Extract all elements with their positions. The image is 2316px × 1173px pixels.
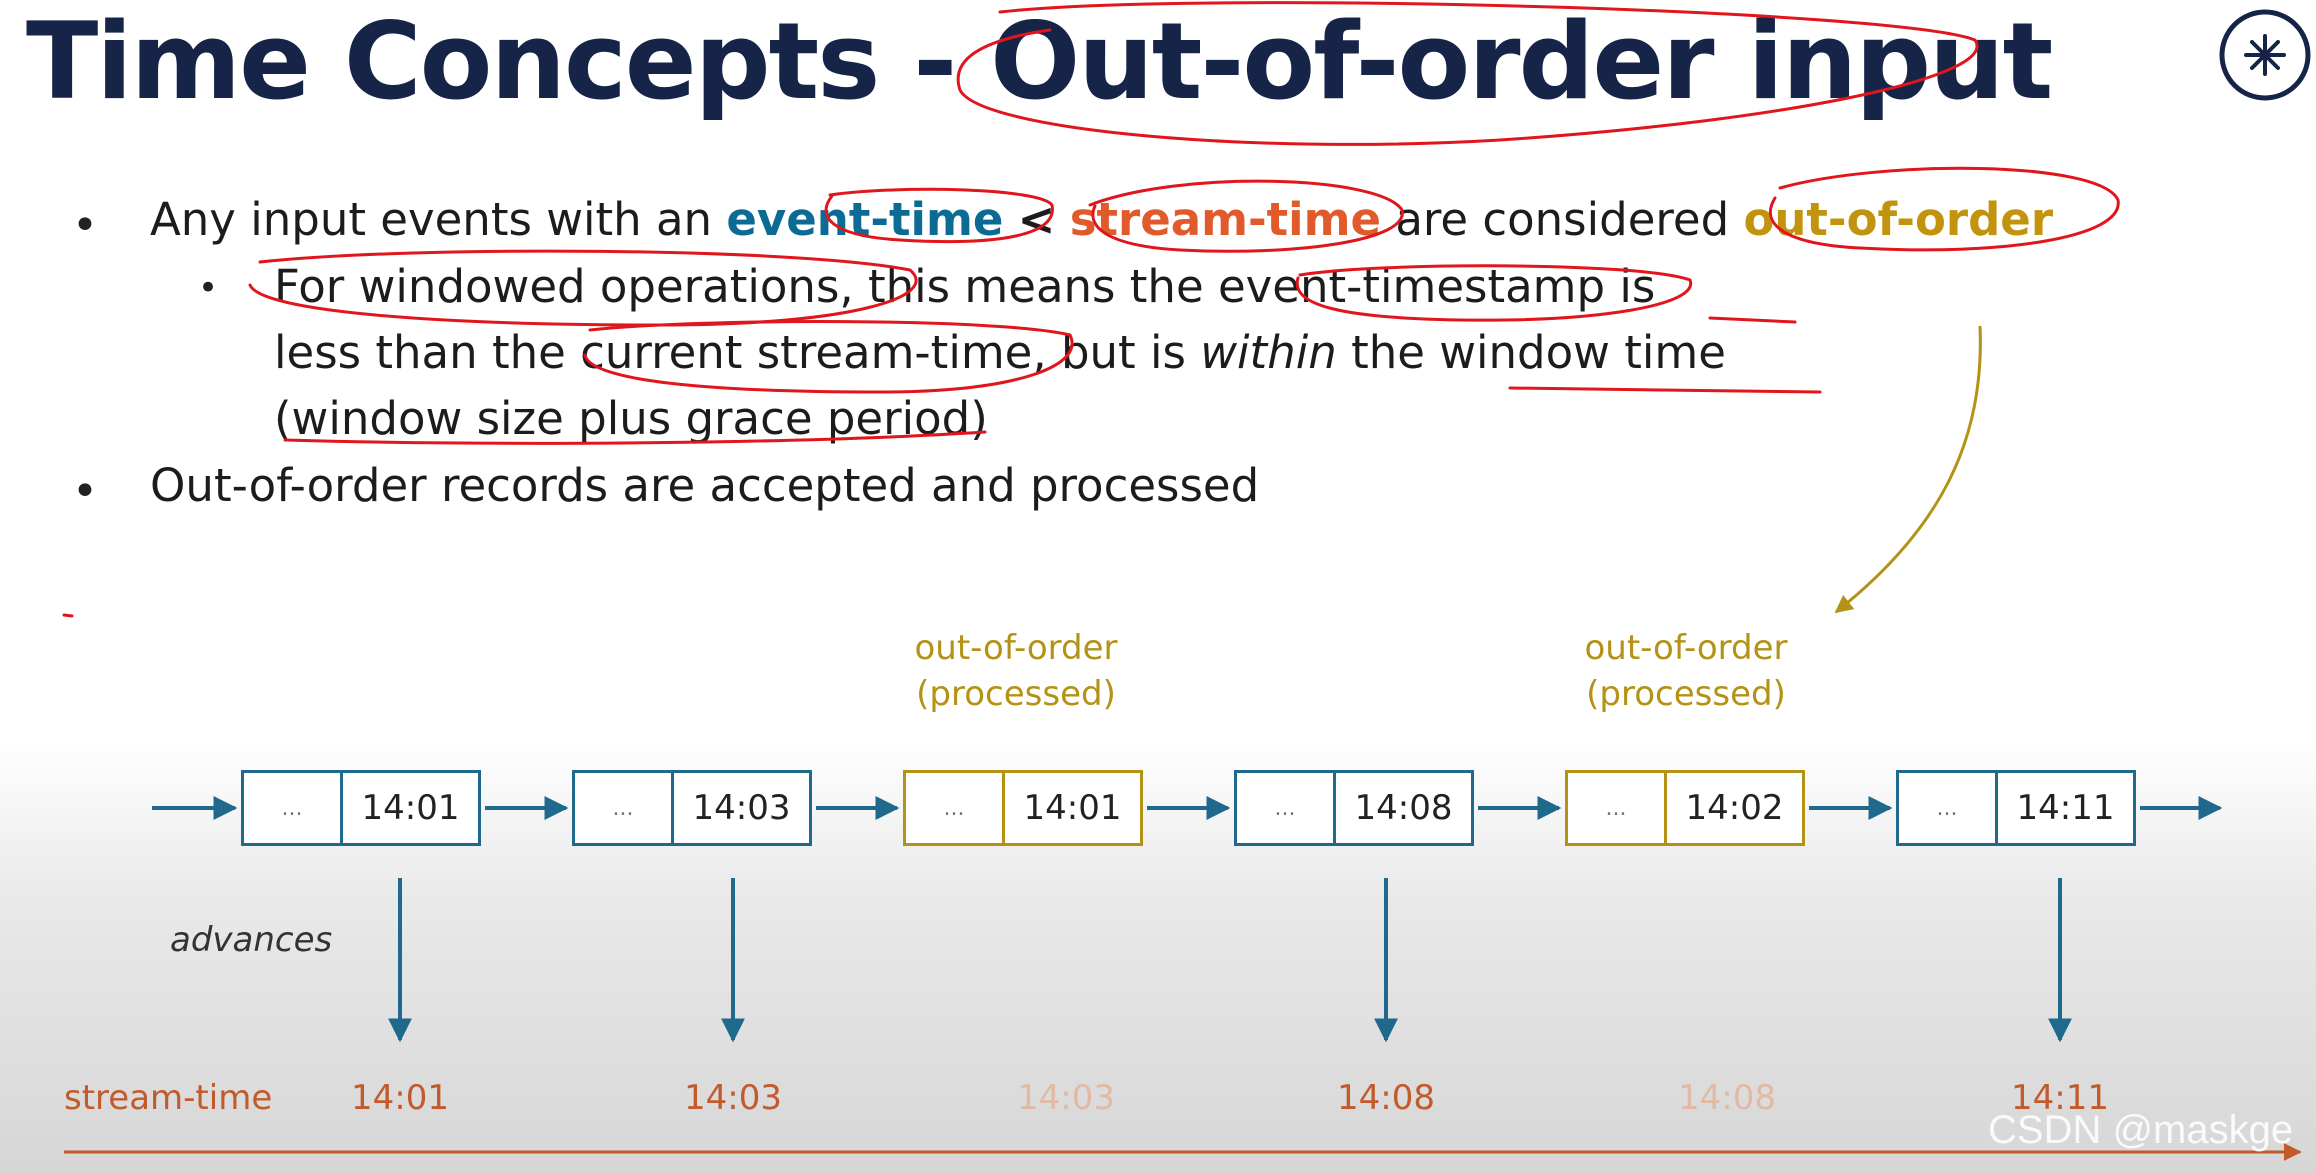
event-placeholder: ... bbox=[1568, 773, 1667, 843]
annotation-ellipse-out-of-order bbox=[1769, 166, 2120, 252]
annotation-ellipse-title bbox=[956, 1, 1979, 146]
slide-title: Time Concepts - Out-of-order input bbox=[26, 0, 2053, 123]
event-placeholder: ... bbox=[1899, 773, 1998, 843]
sub-line-2-a: less than the current stream-time, but i… bbox=[274, 326, 1186, 379]
stream-time-value-2: 14:03 bbox=[684, 1078, 782, 1118]
ooo-label-1-line2: (processed) bbox=[916, 674, 1116, 714]
ooo-label-1-line1: out-of-order bbox=[914, 628, 1118, 668]
ooo-label-2: out-of-order (processed) bbox=[1516, 625, 1856, 717]
event-box-3-out-of-order: ... 14:01 bbox=[903, 770, 1143, 846]
event-timestamp: 14:08 bbox=[1354, 788, 1453, 828]
annotation-tick bbox=[62, 613, 74, 618]
event-timestamp: 14:11 bbox=[2016, 788, 2115, 828]
event-box-5-out-of-order: ... 14:02 bbox=[1565, 770, 1805, 846]
annotation-ellipse-current-stream-time bbox=[583, 320, 1074, 394]
sub-bullet-line-1: For windowed operations, this means the … bbox=[274, 260, 1656, 313]
sub-bullet-line-2: less than the current stream-time, but i… bbox=[274, 326, 1726, 379]
bullet-2: Out-of-order records are accepted and pr… bbox=[150, 459, 1260, 512]
bullet-marker: • bbox=[72, 200, 98, 251]
annotation-gold-arrow bbox=[1834, 325, 1982, 614]
annotation-underline-window-time bbox=[1508, 386, 1822, 394]
stream-time-label: stream-time bbox=[64, 1078, 273, 1118]
event-placeholder: ... bbox=[906, 773, 1005, 843]
watermark: CSDN @maskge bbox=[1988, 1108, 2294, 1152]
advances-label: advances bbox=[170, 920, 333, 960]
bullet-marker: • bbox=[72, 466, 98, 517]
stream-time-keyword: stream-time bbox=[1069, 193, 1381, 246]
event-box-6: ... 14:11 bbox=[1896, 770, 2136, 846]
ooo-label-2-line1: out-of-order bbox=[1584, 628, 1788, 668]
stream-time-value-3: 14:03 bbox=[1017, 1078, 1115, 1118]
bullet-1-mid: are considered bbox=[1395, 193, 1730, 246]
stream-time-value-1: 14:01 bbox=[351, 1078, 449, 1118]
ooo-label-2-line2: (processed) bbox=[1586, 674, 1786, 714]
annotation-ellipse-stream-time bbox=[1088, 179, 1404, 253]
sub-bullet-marker: • bbox=[198, 268, 219, 308]
event-timestamp: 14:01 bbox=[1023, 788, 1122, 828]
bullet-1: Any input events with an event-time < st… bbox=[150, 193, 2053, 246]
stream-time-value-4: 14:08 bbox=[1337, 1078, 1435, 1118]
event-timestamp: 14:03 bbox=[692, 788, 791, 828]
confluent-logo-icon bbox=[2219, 9, 2311, 101]
event-box-2: ... 14:03 bbox=[572, 770, 812, 846]
sub-bullet-line-3: (window size plus grace period) bbox=[274, 392, 988, 445]
annotation-underline-window-size bbox=[283, 430, 987, 445]
event-placeholder: ... bbox=[244, 773, 343, 843]
bullet-1-prefix: Any input events with an bbox=[150, 193, 713, 246]
annotation-ellipse-event-time bbox=[824, 187, 1054, 244]
event-timestamp: 14:02 bbox=[1685, 788, 1784, 828]
event-placeholder: ... bbox=[1237, 773, 1336, 843]
stream-time-value-5: 14:08 bbox=[1678, 1078, 1776, 1118]
within-emphasis: within bbox=[1200, 326, 1337, 379]
event-placeholder: ... bbox=[575, 773, 674, 843]
stream-time-value-6: 14:11 bbox=[2011, 1078, 2109, 1118]
event-timestamp: 14:01 bbox=[361, 788, 460, 828]
event-box-4: ... 14:08 bbox=[1234, 770, 1474, 846]
ooo-label-1: out-of-order (processed) bbox=[846, 625, 1186, 717]
sub-line-2-b: the window time bbox=[1351, 326, 1726, 379]
annotation-underline-is bbox=[1708, 316, 1797, 324]
event-box-1: ... 14:01 bbox=[241, 770, 481, 846]
annotation-ellipse-timestamp bbox=[1295, 264, 1693, 322]
annotation-ellipse-windowed bbox=[248, 249, 918, 327]
